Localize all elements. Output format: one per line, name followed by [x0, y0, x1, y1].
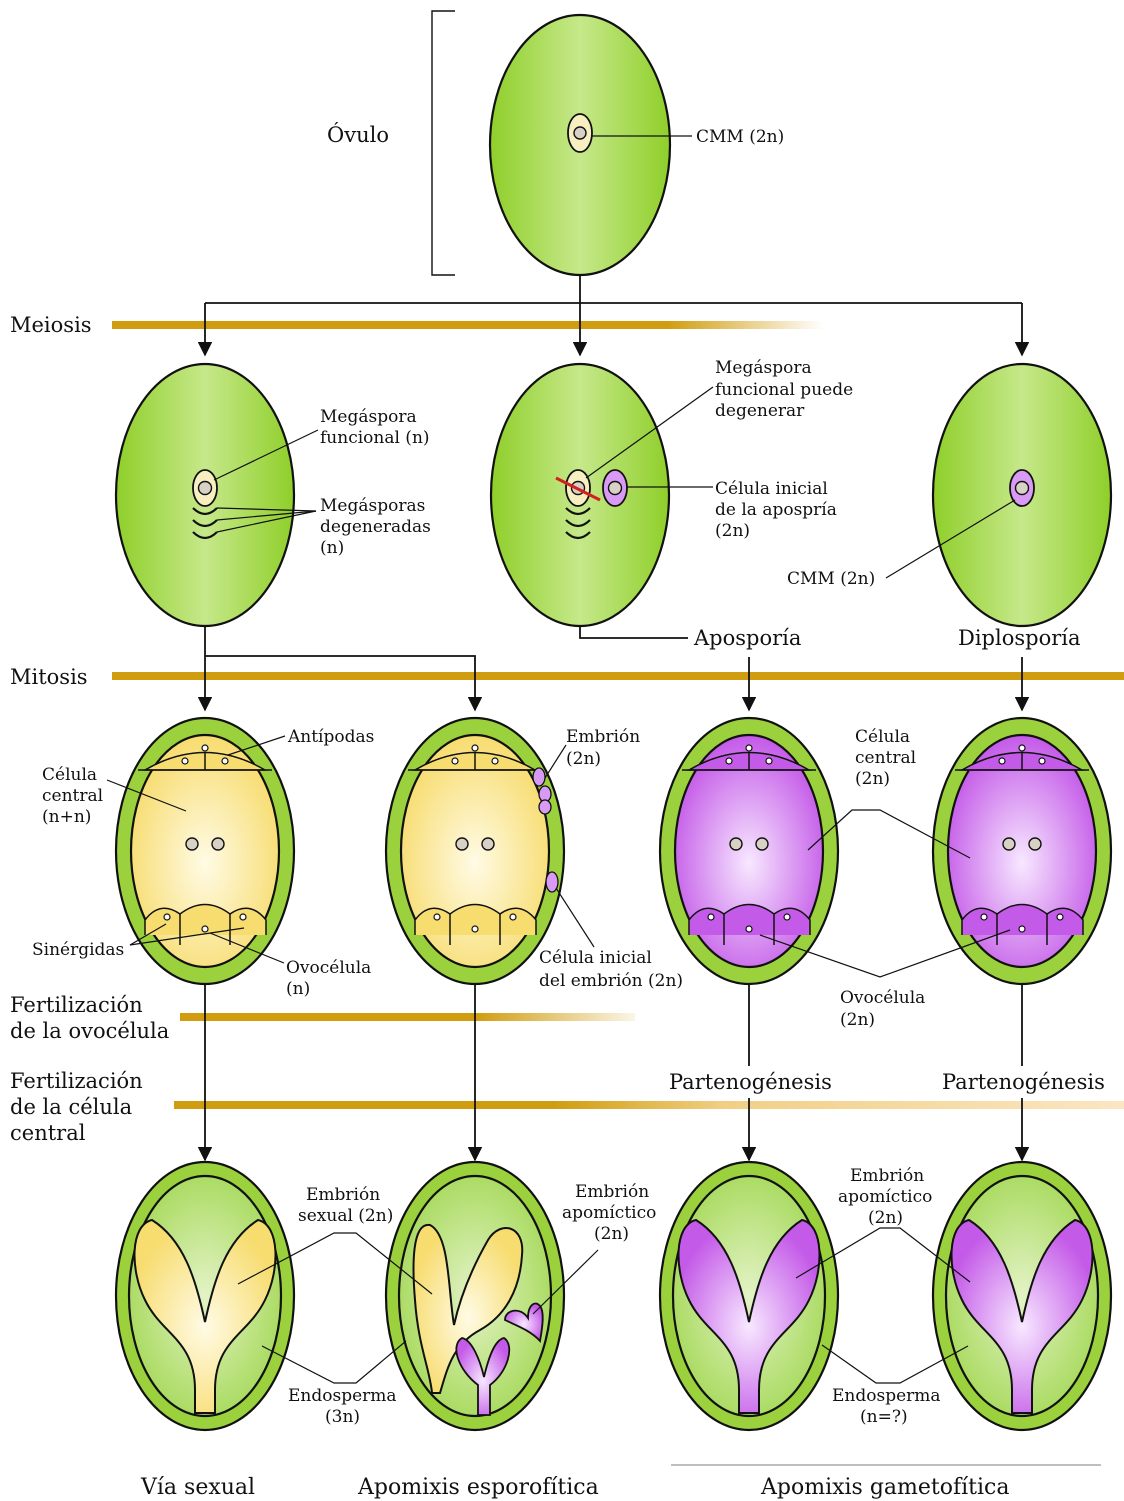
footer-gametophytic: Apomixis gametofítica — [760, 1475, 1010, 1500]
meiosis-bar — [112, 321, 824, 329]
egg-fertilization-label-1: Fertilización — [10, 993, 143, 1017]
apomictic-embryo-b-label-2: apomíctico — [838, 1187, 932, 1207]
top-cmm-nucleus — [574, 127, 586, 139]
central-cell-label-3: (n+n) — [42, 807, 91, 827]
embryo-initial-label-2: del embrión (2n) — [539, 971, 683, 991]
endosperm-a-label-2: (3n) — [325, 1407, 360, 1427]
apospory-initial-nucleus — [609, 482, 622, 495]
diplospory-cmm-label: CMM (2n) — [787, 569, 875, 589]
parthenogenesis-label-1: Partenogénesis — [669, 1070, 832, 1094]
sexual-embryo-label-2: sexual (2n) — [298, 1206, 393, 1226]
central-fertilization-label-1: Fertilización — [10, 1069, 143, 1093]
seed-sporophytic — [386, 1162, 564, 1430]
embryo-2n-label-1: Embrión — [566, 727, 640, 747]
apomictic-embryo-a-label-2: apomíctico — [562, 1203, 656, 1223]
antipodes-label: Antípodas — [287, 727, 374, 747]
apomictic-embryo-a-label-1: Embrión — [575, 1182, 649, 1202]
apomictic-embryo-b-label-1: Embrión — [850, 1166, 924, 1186]
top-cmm-label: CMM (2n) — [696, 127, 784, 147]
may-degenerate-label-1: Megáspora — [715, 358, 812, 378]
seed-diplospory — [933, 1162, 1111, 1430]
sexual-embryo-label-1: Embrión — [306, 1185, 380, 1205]
egg-fertilization-bar — [180, 1013, 635, 1021]
seed-apospory — [660, 1162, 838, 1430]
mitosis-bar — [112, 672, 1124, 680]
embryo-sac-apospory — [660, 718, 838, 984]
functional-megaspore-label-2: funcional (n) — [320, 428, 430, 448]
apomictic-embryo-a-label-3: (2n) — [594, 1224, 629, 1244]
ovule-label: Óvulo — [327, 122, 389, 147]
egg-cell-2n-label-2: (2n) — [840, 1010, 875, 1030]
degenerated-label-1: Megásporas — [320, 496, 425, 516]
parthenogenesis-label-2: Partenogénesis — [942, 1070, 1105, 1094]
apospory-initial-label-2: de la aposprı́a — [715, 500, 837, 520]
egg-fertilization-label-2: de la ovocélula — [10, 1019, 169, 1043]
apospory-label: Aposporía — [693, 626, 801, 650]
mitosis-label: Mitosis — [10, 665, 88, 689]
apospory-initial-label-1: Célula inicial — [715, 479, 828, 499]
central-fertilization-label-2: de la célula — [10, 1095, 132, 1119]
central-cell-2n-label-2: central — [855, 748, 916, 768]
central-cell-2n-label-3: (2n) — [855, 769, 890, 789]
may-degenerate-label-3: degenerar — [715, 401, 805, 421]
seed-sexual — [116, 1162, 294, 1430]
embryo-initial-label-1: Célula inicial — [539, 948, 652, 968]
endosperm-a-label-1: Endosperma — [288, 1386, 397, 1406]
endosperm-b-label-2: (n=?) — [860, 1407, 908, 1427]
functional-megaspore-label-1: Megáspora — [320, 407, 417, 427]
diplospory-cmm-nucleus — [1016, 482, 1029, 495]
egg-cell-label-1: Ovocélula — [286, 958, 371, 978]
meiosis-label: Meiosis — [10, 313, 92, 337]
footer-sexual: Vía sexual — [140, 1475, 255, 1500]
egg-cell-2n-label-1: Ovocélula — [840, 988, 925, 1008]
embryo-sac-sporophytic — [386, 718, 564, 984]
embryo-sac-diplospory — [933, 718, 1111, 984]
footer-sporophytic: Apomixis esporofítica — [357, 1475, 599, 1500]
endosperm-b-label-1: Endosperma — [832, 1386, 941, 1406]
diplospory-label: Diplosporía — [958, 626, 1081, 650]
may-degenerate-label-2: funcional puede — [715, 380, 853, 400]
central-fertilization-bar — [174, 1101, 1124, 1109]
functional-megaspore-nucleus — [199, 482, 212, 495]
central-cell-label-2: central — [42, 786, 103, 806]
embryo-2n-label-2: (2n) — [566, 749, 601, 769]
embryo-sac-sexual — [116, 718, 294, 984]
central-cell-2n-label-1: Célula — [855, 727, 910, 747]
synergids-label: Sinérgidas — [32, 940, 124, 960]
ovule-bracket — [432, 11, 455, 275]
apomictic-embryo-b-label-3: (2n) — [868, 1208, 903, 1228]
central-cell-label-1: Célula — [42, 765, 97, 785]
egg-cell-label-2: (n) — [286, 979, 310, 999]
apospory-initial-label-3: (2n) — [715, 521, 750, 541]
degenerated-label-3: (n) — [320, 538, 344, 558]
degenerated-label-2: degeneradas — [320, 517, 431, 537]
central-fertilization-label-3: central — [10, 1121, 86, 1145]
